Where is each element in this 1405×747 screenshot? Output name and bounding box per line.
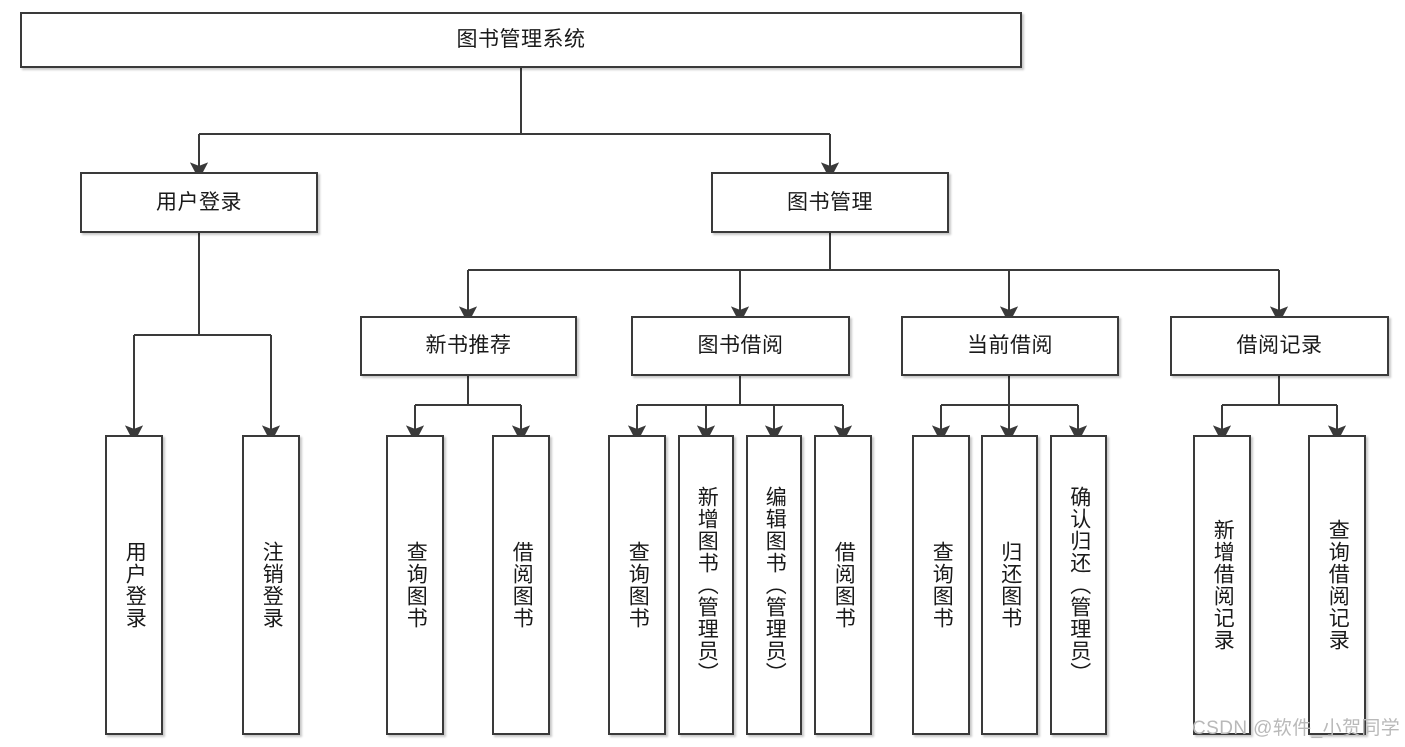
node-label: 借阅图书 xyxy=(832,541,856,629)
node-leaf-add-book-admin[interactable]: 新增图书（管理员） xyxy=(678,435,734,735)
node-leaf-user-login[interactable]: 用户登录 xyxy=(105,435,163,735)
node-leaf-logout[interactable]: 注销登录 xyxy=(242,435,300,735)
node-label: 借阅图书 xyxy=(510,541,534,629)
node-label: 新书推荐 xyxy=(425,334,512,358)
node-label: 借阅记录 xyxy=(1236,334,1323,358)
node-label: 查询图书 xyxy=(930,541,954,629)
node-label: 图书借阅 xyxy=(697,334,784,358)
node-leaf-query-book-newbook[interactable]: 查询图书 xyxy=(386,435,444,735)
node-leaf-confirm-return-admin[interactable]: 确认归还（管理员） xyxy=(1050,435,1107,735)
node-user-login[interactable]: 用户登录 xyxy=(80,172,318,233)
node-new-book-recommendation[interactable]: 新书推荐 xyxy=(360,316,577,376)
node-label: 注销登录 xyxy=(260,541,284,629)
node-leaf-query-book-borrow[interactable]: 查询图书 xyxy=(608,435,666,735)
node-label: 用户登录 xyxy=(123,541,147,629)
node-root-book-management-system[interactable]: 图书管理系统 xyxy=(20,12,1022,68)
node-borrowing-record[interactable]: 借阅记录 xyxy=(1170,316,1389,376)
node-label: 归还图书 xyxy=(998,541,1022,629)
node-label: 确认归还（管理员） xyxy=(1067,486,1091,684)
node-book-management[interactable]: 图书管理 xyxy=(711,172,949,233)
node-label: 图书管理 xyxy=(787,190,873,214)
node-leaf-borrow-book[interactable]: 借阅图书 xyxy=(814,435,872,735)
node-book-borrowing[interactable]: 图书借阅 xyxy=(631,316,850,376)
node-leaf-edit-book-admin[interactable]: 编辑图书（管理员） xyxy=(746,435,802,735)
node-label: 图书管理系统 xyxy=(456,28,586,52)
node-leaf-return-book[interactable]: 归还图书 xyxy=(981,435,1038,735)
node-label: 查询图书 xyxy=(626,541,650,629)
node-leaf-query-book-current[interactable]: 查询图书 xyxy=(912,435,970,735)
node-leaf-query-borrow-record[interactable]: 查询借阅记录 xyxy=(1308,435,1366,735)
node-current-borrowing[interactable]: 当前借阅 xyxy=(901,316,1119,376)
node-leaf-borrow-book-newbook[interactable]: 借阅图书 xyxy=(492,435,550,735)
csdn-watermark: CSDN @软件_小贺同学 xyxy=(1192,718,1401,739)
node-label: 新增图书（管理员） xyxy=(695,486,719,684)
node-label: 新增借阅记录 xyxy=(1211,519,1235,651)
node-label: 查询图书 xyxy=(404,541,428,629)
node-label: 当前借阅 xyxy=(967,334,1053,358)
node-label: 编辑图书（管理员） xyxy=(763,486,787,684)
node-label: 查询借阅记录 xyxy=(1326,519,1350,651)
node-leaf-add-borrow-record[interactable]: 新增借阅记录 xyxy=(1193,435,1251,735)
node-label: 用户登录 xyxy=(156,190,242,214)
